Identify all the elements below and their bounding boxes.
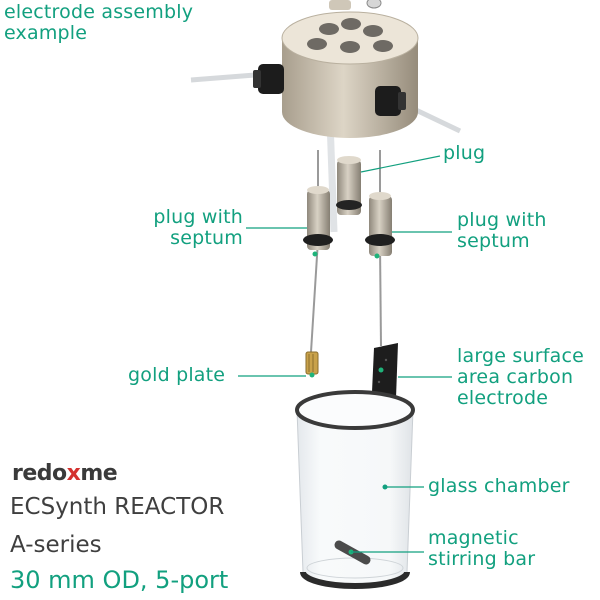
label-line: plug with [153,206,243,228]
label-line: electrode [457,387,549,409]
label-line: septum [170,227,243,249]
label-line: example [4,22,88,44]
label-plug-septum-left: plug with septum [153,207,243,249]
brand-part: me [80,461,118,486]
label-carbon-electrode: large surface area carbon electrode [457,346,584,409]
electrode-wires [310,119,382,353]
glass-chamber [295,390,415,589]
label-line: septum [457,230,530,252]
label-line: stirring bar [428,548,536,570]
label-plug-septum-right: plug with septum [457,210,547,252]
product-name: ECSynth REACTOR [10,494,225,520]
brand-part: redo [12,461,67,486]
brand-logo: redoxme [12,461,118,486]
top-cap-fragments [329,0,382,10]
right-septum-plug [365,192,395,259]
gold-plate-electrode [305,351,319,378]
carbon-electrode [372,343,398,398]
label-line: electrode assembly [4,1,194,23]
label-line: magnetic [428,527,519,549]
brand-x: x [66,461,81,486]
label-line: large surface [457,345,585,367]
electrode-assembly-lid [281,11,419,138]
label-stirring-bar: magnetic stirring bar [428,528,535,570]
label-line: plug with [457,209,547,231]
left-septum-plug [303,186,333,257]
label-electrode-assembly: electrode assembly example [4,2,193,44]
leader-lines [238,155,452,553]
product-series: A-series [10,532,102,558]
black-fittings [253,64,406,116]
product-spec: 30 mm OD, 5-port [10,566,229,594]
label-glass-chamber: glass chamber [428,475,570,497]
leader-dots [382,484,388,490]
label-gold-plate: gold plate [128,364,226,386]
label-plug: plug [443,142,486,164]
center-plug [336,156,362,215]
label-line: area carbon [457,366,574,388]
